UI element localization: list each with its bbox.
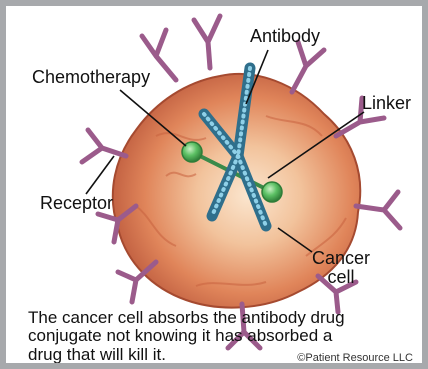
receptor-label: Receptor bbox=[40, 194, 113, 213]
receptor-5 bbox=[356, 192, 400, 228]
caption-line-2: conjugate not knowing it has absorbed a bbox=[28, 327, 428, 345]
cancer-cell-label-line1: Cancer bbox=[306, 249, 376, 268]
receptor-pointer bbox=[86, 156, 114, 194]
receptor-3 bbox=[292, 42, 324, 92]
antibody-label: Antibody bbox=[250, 27, 320, 46]
chemotherapy-drug-2 bbox=[262, 182, 282, 202]
copyright-notice: ©Patient Resource LLC bbox=[297, 352, 413, 364]
caption-line-1: The cancer cell absorbs the antibody dru… bbox=[28, 309, 428, 327]
cancer-cell-label: Cancer cell bbox=[306, 249, 376, 287]
receptor-8 bbox=[118, 262, 156, 302]
chemotherapy-label: Chemotherapy bbox=[32, 68, 150, 87]
receptor-2 bbox=[194, 16, 220, 68]
linker-label: Linker bbox=[362, 94, 411, 113]
cancer-cell-label-line2: cell bbox=[306, 268, 376, 287]
